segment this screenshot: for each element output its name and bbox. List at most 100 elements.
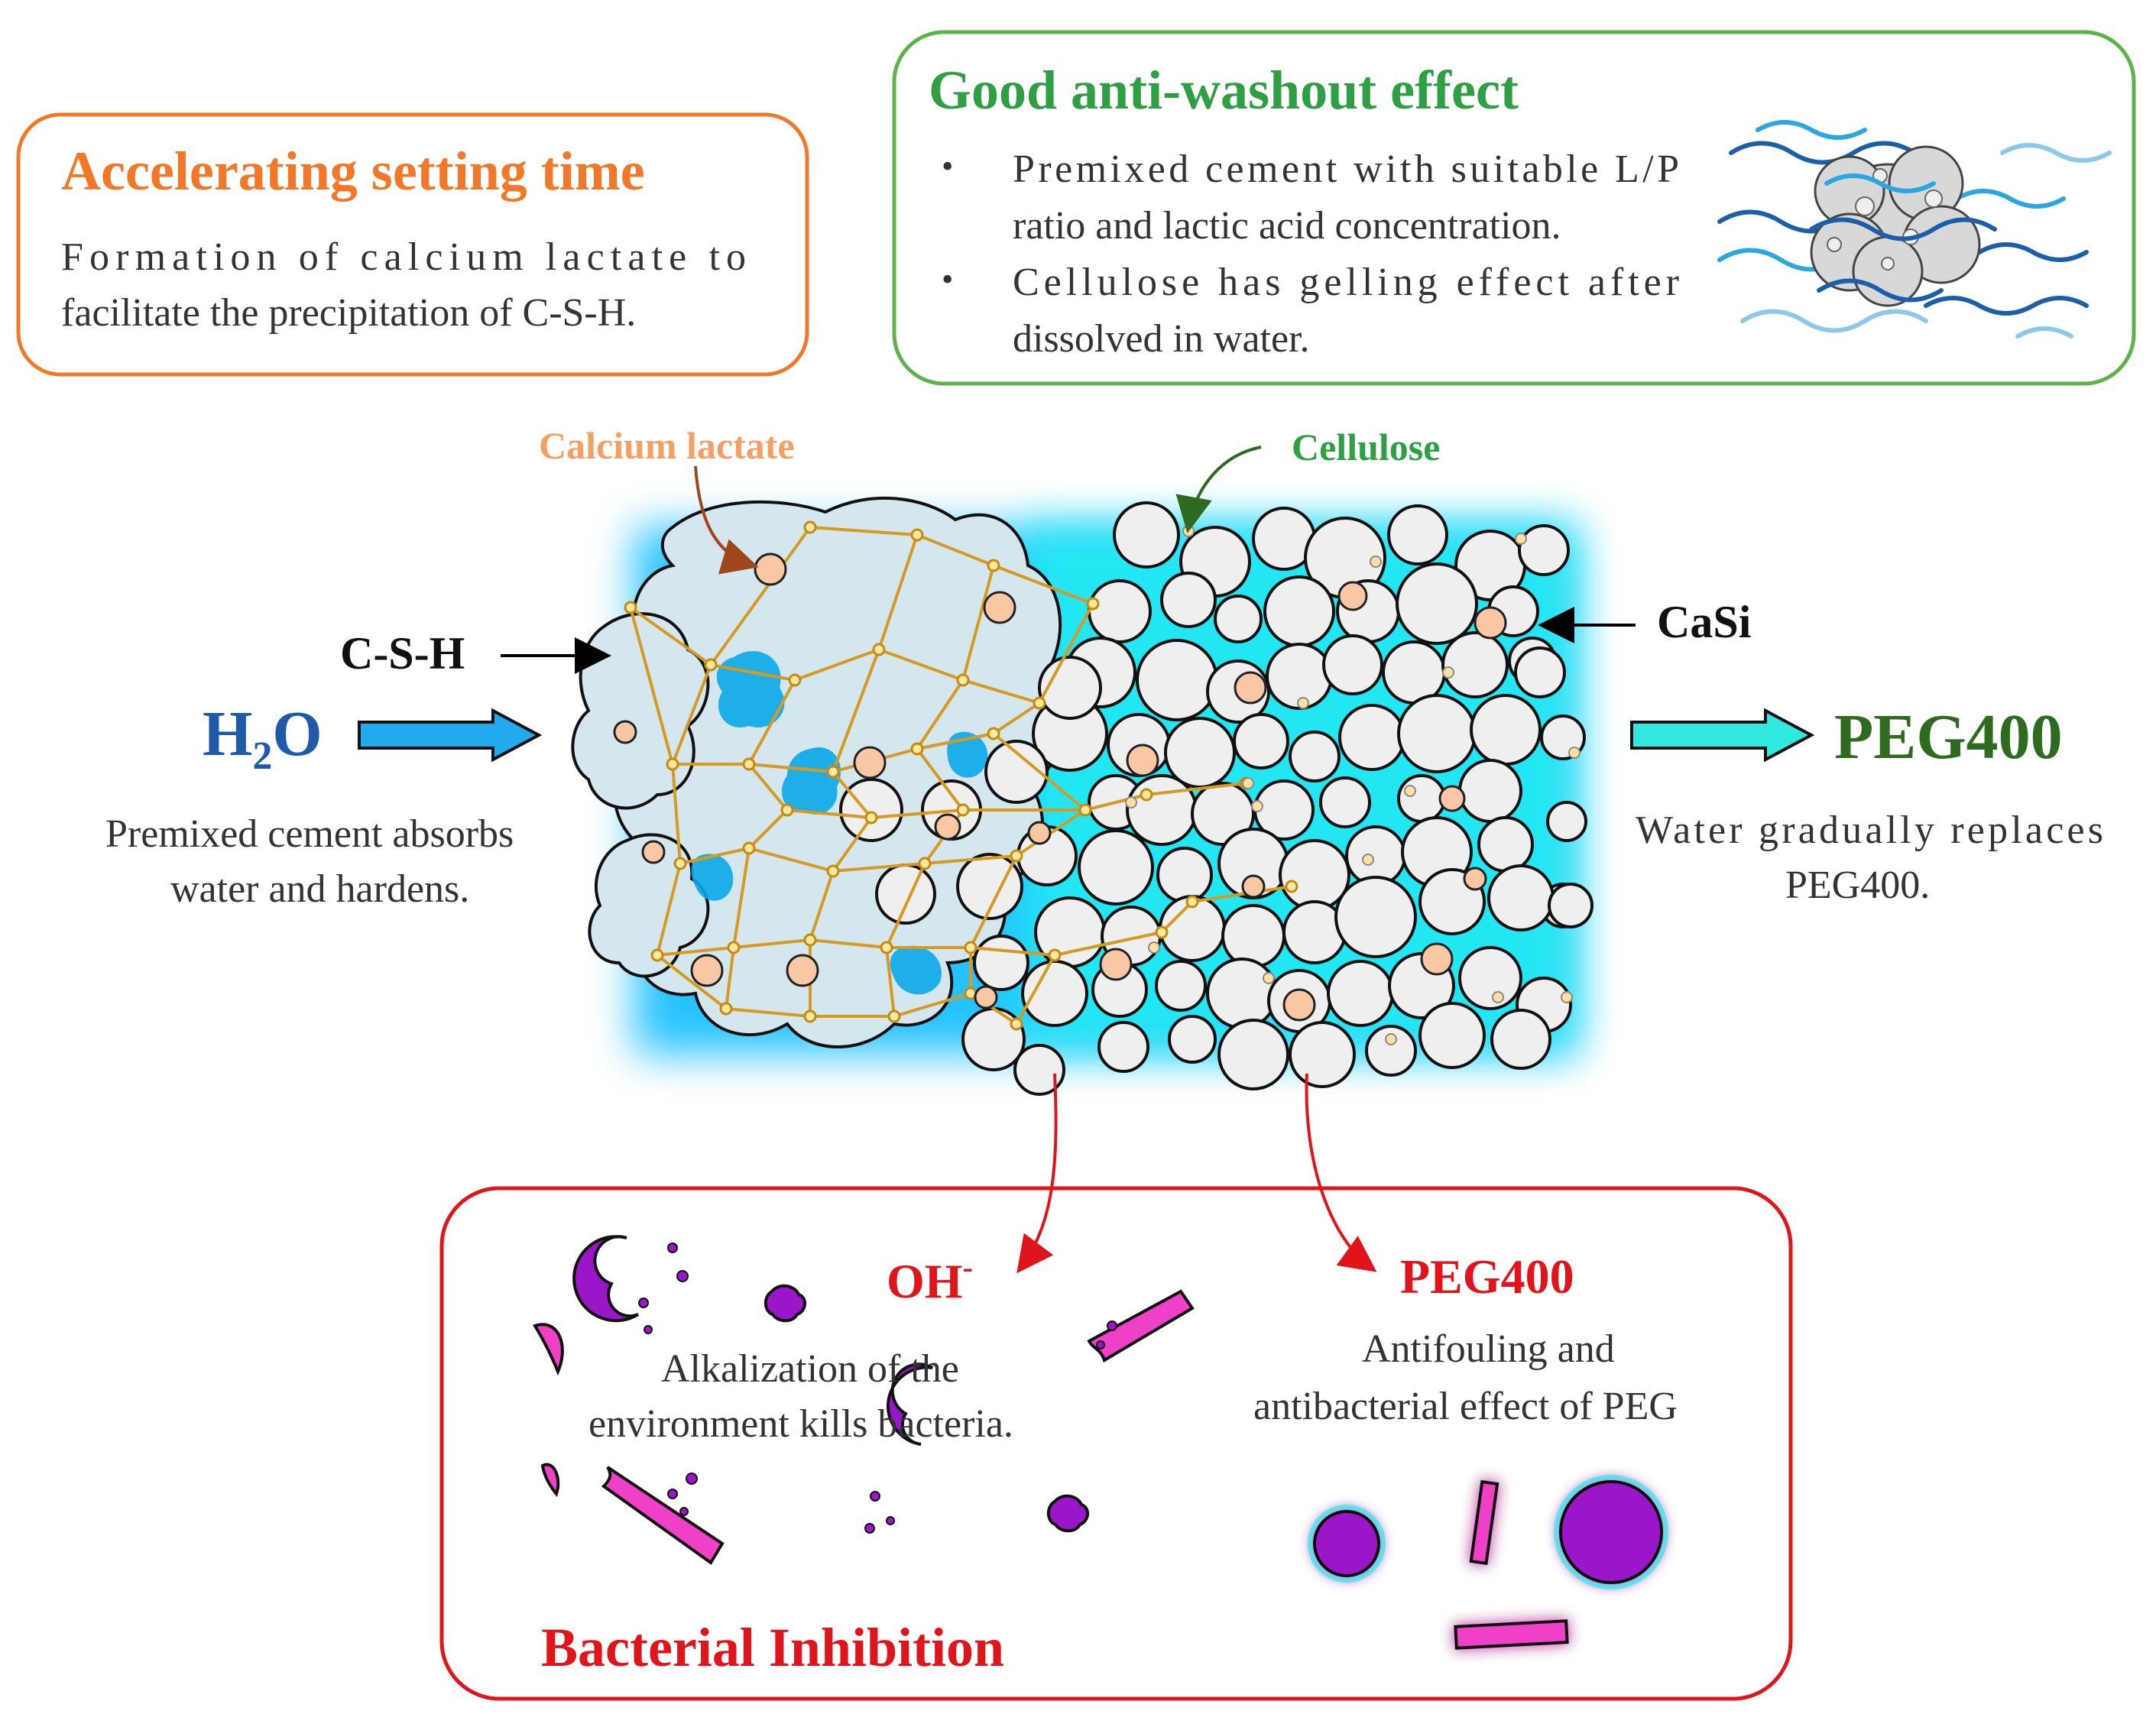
bacterial-inhibition-title: Bacterial Inhibition [541,1617,1004,1678]
network-strand [671,763,682,864]
calcium-lactate-particle [1463,867,1487,891]
cellulose-dot [1515,533,1527,545]
network-node [719,1002,733,1016]
network-strand [832,649,880,773]
damaged-bacteria [533,1235,1195,1565]
peg400-output-label: PEG400 [1834,701,2063,773]
cellulose-dot [1404,785,1416,797]
cellulose-dots [1125,525,1581,1045]
network-node [742,757,756,771]
casi-particle [1289,1021,1356,1088]
casi-particle [1546,801,1587,842]
network-node [727,941,741,954]
network-node [666,757,679,771]
casi-particle [1470,694,1542,766]
casi-particle [1518,524,1570,576]
calcium-lactate-particle [1126,744,1159,777]
bacteria-debris [638,1243,1117,1534]
network-node [880,941,893,954]
casi-particle [1168,1015,1217,1064]
network-strand [916,679,965,750]
bullet-1-line2: ratio and lactic acid concentration. [1013,204,1561,248]
network-node [1155,925,1169,939]
casi-particle [1334,876,1417,958]
network-strand [924,854,1017,865]
oh-pointer [1016,1073,1058,1274]
network-node [780,803,794,817]
network-strand [656,863,682,956]
network-node [987,727,1000,740]
network-strand [832,770,873,819]
network-strand [1038,603,1094,704]
network-strand [794,648,880,682]
casi-particle [1034,896,1106,968]
network-strand [748,847,834,873]
network-strand [878,648,964,682]
casi-particle [1458,759,1522,823]
casi-particle [1221,904,1285,968]
peg-desc-line2: PEG400. [1785,863,1930,907]
casi-particle [1191,782,1255,846]
cellulose-dot [1492,991,1504,1003]
network-node [1048,948,1062,962]
casi-particle [1160,572,1217,628]
network-strand [1146,782,1247,796]
casi-particle [1514,646,1566,698]
bullet-dot-2: • [942,261,953,298]
casi-particle [1548,883,1593,928]
casi-particle [1164,717,1236,789]
cellulose-dot [1251,800,1263,812]
calcium-lactate-particle [1337,581,1368,611]
bullet-dot-1: • [942,147,953,185]
casi-particle [1217,1019,1289,1090]
network-node [1033,696,1046,710]
calcium-lactate-particles [613,552,1507,1022]
setting-box-line2: facilitate the precipitation of C-S-H. [61,291,636,335]
network-strand [885,863,926,948]
network-strand [657,946,734,957]
network-node [1185,895,1199,909]
casi-particle [839,778,903,842]
calcium-lactate-particle [1099,948,1133,981]
casi-particle [1441,631,1509,698]
cellulose-dot [1297,697,1309,709]
casi-particle [1338,704,1405,771]
network-node [1285,880,1298,893]
network-strand [992,701,1041,735]
cellulose-dot [1385,1033,1397,1045]
casi-particle [1206,957,1278,1029]
network-strand [809,526,918,536]
casi-particle [1365,1025,1417,1077]
cellulose-dot [1561,991,1573,1003]
casi-particle [1387,504,1448,565]
network-strand [916,747,965,812]
casi-particle [956,853,1023,920]
network-node [910,742,924,756]
network-strand [871,808,964,819]
network-strand [970,946,1055,957]
washout-box-title: Good anti-washout effect [929,60,1519,121]
network-strand [1054,931,1162,957]
network-node [910,528,924,542]
network-strand [916,533,994,567]
cellulose-dot [1148,941,1160,954]
peg-desc-line1: Water gradually replaces [1636,808,2103,852]
network-strand [733,938,811,949]
casi-particle [1097,1021,1149,1073]
calcium-lactate-particle [786,954,819,987]
network-strand [809,870,835,941]
calcium-lactate-particle [1027,821,1052,845]
calcium-lactate-particle [613,720,637,744]
network-node [1140,788,1153,802]
casi-particle [973,935,1029,991]
casi-particle [1156,847,1213,903]
csh-label: C-S-H [340,628,465,679]
calcium-lactate-particle [974,985,998,1009]
casi-particle [1214,595,1263,643]
casi-particle [1078,829,1154,906]
network-strand [747,679,796,765]
network-node [887,1009,901,1023]
peg-effect-line1: Antifouling and [1362,1327,1615,1371]
network-strand [993,564,1094,605]
network-strand [893,992,971,1018]
